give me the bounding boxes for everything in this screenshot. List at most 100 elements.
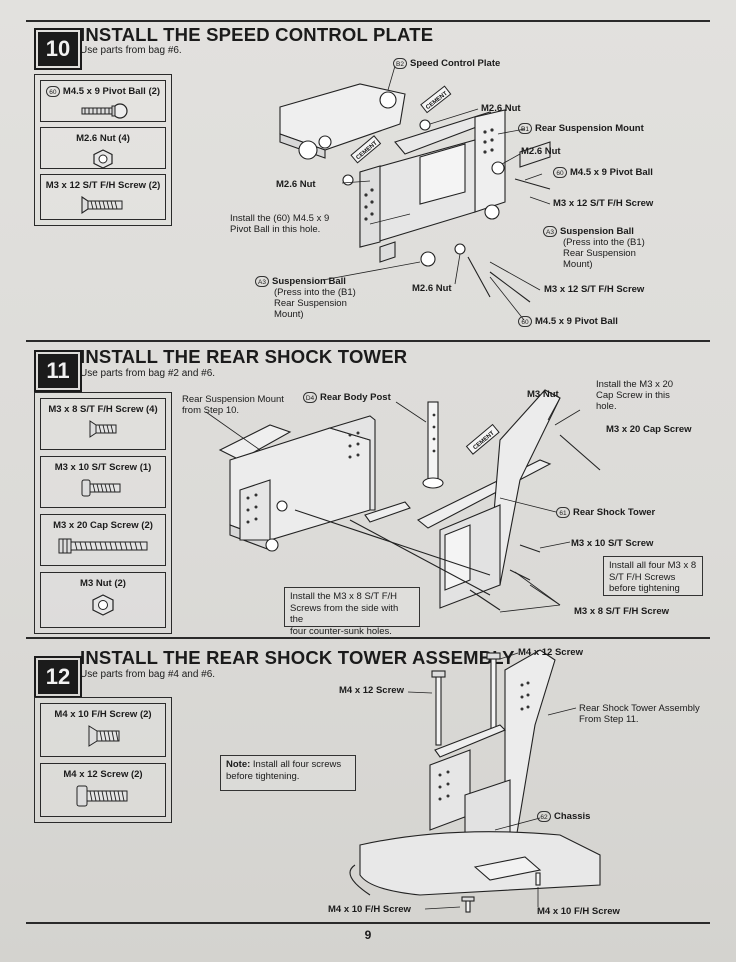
part-label: M3 x 12 S/T F/H Screw (2)	[45, 180, 161, 191]
note-line: before tightening.	[226, 770, 300, 782]
callout-line: hole.	[596, 401, 617, 412]
callout-rear-suspension-mount-step10: Rear Suspension Mount from Step 10.	[182, 394, 284, 416]
callout-m4x10-fh-screw-right: M4 x 10 F/H Screw	[537, 906, 620, 917]
pivot-ball-icon	[41, 101, 165, 127]
callout-m26-nut-bottom: M2.6 Nut	[412, 283, 452, 294]
step-12-top-rule	[26, 637, 710, 639]
note-line: before tightening	[609, 583, 680, 594]
note-label: Note:	[226, 759, 251, 770]
callout-line: Mount)	[274, 309, 304, 321]
part-m3x8-screw: M3 x 8 S/T F/H Screw (4)	[40, 398, 166, 450]
step-11-number: 11	[34, 350, 82, 392]
part-m4x12-screw: M4 x 12 Screw (2)	[40, 763, 166, 817]
part-m3x10-st-screw: M3 x 10 S/T Screw (1)	[40, 456, 166, 508]
callout-title: Suspension Ball	[560, 226, 634, 238]
cap-screw-icon	[41, 535, 165, 561]
callout-m4x12-screw-top: M4 x 12 Screw	[518, 647, 583, 658]
callout-badge: 62	[537, 811, 551, 822]
callout-badge: B2	[393, 58, 407, 69]
callout-install-cap-screw: Install the M3 x 20 Cap Screw in this ho…	[596, 379, 698, 412]
note-line: four counter-sunk holes.	[290, 625, 392, 637]
page-number: 9	[364, 928, 372, 942]
callout-install-pivot-note: Install the (60) M4.5 x 9 Pivot Ball in …	[230, 213, 329, 235]
note-line: Pivot Ball in this hole.	[230, 224, 321, 235]
step-10-top-rule	[26, 20, 710, 22]
callout-line: from Step 10.	[182, 405, 240, 416]
callout-line: Install the M3 x 20	[596, 379, 674, 390]
step-10-title: INSTALL THE SPEED CONTROL PLATE	[80, 24, 434, 45]
part-m3-nut: M3 Nut (2)	[40, 572, 166, 628]
note-install-all-four: Install all four M3 x 8 S/T F/H Screws b…	[603, 556, 703, 596]
callout-badge: A3	[543, 226, 557, 237]
step-11-top-rule	[26, 340, 710, 342]
callout-text: M4.5 x 9 Pivot Ball	[535, 316, 618, 328]
callout-line: Rear Shock Tower Assembly	[579, 703, 700, 714]
callout-m26-nut-right: M2.6 Nut	[521, 146, 561, 157]
callout-line: From Step 11.	[579, 714, 639, 725]
step-10-subtitle: Use parts from bag #6.	[80, 45, 182, 56]
hex-nut-icon	[41, 593, 165, 619]
callout-m4x12-screw-left: M4 x 12 Screw	[339, 685, 404, 696]
flat-head-screw-icon	[41, 419, 165, 445]
step-12-diagram	[349, 649, 601, 913]
callout-cap-screw: M3 x 20 Cap Screw	[606, 424, 692, 435]
callout-line: Rear Suspension Mount	[182, 394, 284, 405]
callout-badge: D4	[303, 392, 317, 403]
callout-text: Rear Shock Tower	[573, 507, 656, 519]
callout-line: Rear Suspension	[563, 248, 636, 260]
step-10-number: 10	[34, 28, 82, 70]
part-label: M3 Nut (2)	[80, 578, 126, 589]
note-line: S/T F/H Screws	[609, 571, 676, 583]
step-11-diagram: CEMENT	[205, 389, 601, 613]
note-install-side: Install the M3 x 8 S/T F/H Screws from t…	[284, 587, 420, 637]
step-11-parts-list: M3 x 8 S/T F/H Screw (4) M3 x 10 S/T Scr…	[34, 392, 172, 634]
callout-line: Cap Screw in this	[596, 390, 670, 401]
callout-m3-nut: M3 Nut	[527, 389, 559, 400]
part-m3x20-cap-screw: M3 x 20 Cap Screw (2)	[40, 514, 166, 566]
callout-text: Rear Suspension Mount	[535, 123, 644, 135]
part-label: M3 x 8 S/T F/H Screw (4)	[48, 404, 158, 415]
callout-m4x10-fh-screw-left: M4 x 10 F/H Screw	[328, 904, 411, 915]
callout-line: Mount)	[563, 259, 593, 271]
part-label: M3 x 10 S/T Screw (1)	[54, 462, 152, 473]
note-install-all-four-screws: Note: Install all four screws before tig…	[220, 755, 356, 791]
callout-screw-bottom: M3 x 12 S/T F/H Screw	[544, 284, 645, 295]
part-m3x12-screw: M3 x 12 S/T F/H Screw (2)	[40, 174, 166, 220]
part-label: M4.5 x 9 Pivot Ball (2)	[62, 86, 161, 98]
step-10-diagram: CEMENT CEMENT	[279, 65, 551, 321]
callout-screw-right: M3 x 12 S/T F/H Screw	[553, 198, 654, 209]
callout-m3x10-st-screw: M3 x 10 S/T Screw	[571, 538, 654, 549]
step-11-subtitle: Use parts from bag #2 and #6.	[80, 368, 216, 379]
part-m26-nut: M2.6 Nut (4)	[40, 127, 166, 169]
callout-line: (Press into the (B1)	[563, 237, 645, 249]
part-label: M4 x 12 Screw (2)	[63, 769, 143, 780]
note-line: Install the (60) M4.5 x 9	[230, 213, 330, 224]
part-m4x10-fh-screw: M4 x 10 F/H Screw (2)	[40, 703, 166, 757]
note-line: Install all four M3 x 8	[609, 560, 697, 571]
pan-head-screw-icon	[41, 784, 165, 810]
callout-line: Rear Suspension	[274, 298, 347, 310]
step-12-number: 12	[34, 656, 82, 698]
pan-head-screw-icon	[41, 477, 165, 503]
part-badge: 60	[45, 86, 60, 97]
note-line: Screws from the side with the	[290, 602, 399, 626]
callout-text: Rear Body Post	[320, 392, 391, 404]
callout-line: (Press into the (B1)	[274, 287, 356, 299]
callout-badge: 61	[556, 507, 570, 518]
callout-m3x8-fh-screws: M3 x 8 S/T F/H Screw	[574, 606, 670, 617]
callout-badge: A3	[255, 276, 269, 287]
callout-text: Chassis	[554, 811, 591, 823]
callout-title: Suspension Ball	[272, 276, 346, 288]
